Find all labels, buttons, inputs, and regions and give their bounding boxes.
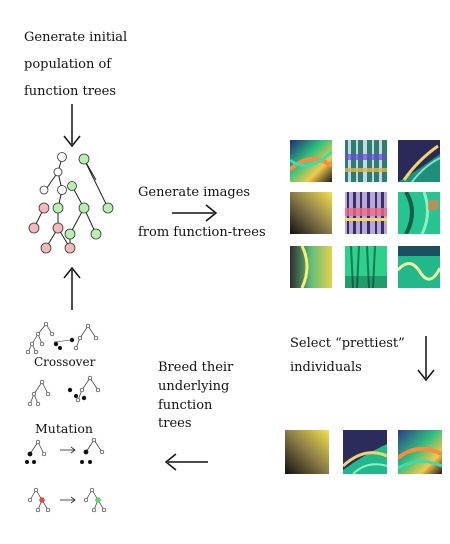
generated-image-5 — [345, 192, 387, 234]
step4-line2: underlying — [158, 379, 230, 394]
arrow-down-icon — [417, 336, 435, 382]
crossover-label: Crossover — [34, 355, 96, 369]
step2-line2: from function-trees — [138, 225, 266, 240]
mutation-label: Mutation — [35, 421, 93, 436]
arrow-right-icon — [172, 204, 218, 222]
arrow-down-icon — [63, 104, 81, 148]
selected-image-1 — [285, 430, 329, 474]
step3-line1: Select “prettiest” — [290, 336, 405, 351]
generated-image-6 — [398, 192, 440, 234]
step1-line1: Generate initial — [24, 30, 128, 45]
generated-image-4 — [290, 192, 332, 234]
generated-image-9 — [398, 246, 440, 288]
generated-image-7 — [290, 246, 332, 288]
function-tree-population — [28, 152, 114, 254]
step1-line2: population of — [24, 57, 112, 72]
step4-line4: trees — [158, 416, 192, 431]
step3-line2: individuals — [290, 360, 362, 375]
step4-line3: function — [158, 398, 213, 413]
arrow-up-icon — [63, 266, 81, 310]
selected-image-2 — [343, 430, 387, 474]
step4-line1: Breed their — [158, 360, 234, 375]
step1-line3: function trees — [24, 84, 117, 99]
selected-image-3 — [398, 430, 442, 474]
arrow-left-icon — [164, 453, 208, 471]
generated-image-8 — [345, 246, 387, 288]
generated-image-1 — [290, 140, 332, 182]
generated-image-3 — [398, 140, 440, 182]
generated-image-2 — [345, 140, 387, 182]
step2-line1: Generate images — [138, 185, 251, 200]
genetic-operators-illustration — [25, 321, 107, 513]
